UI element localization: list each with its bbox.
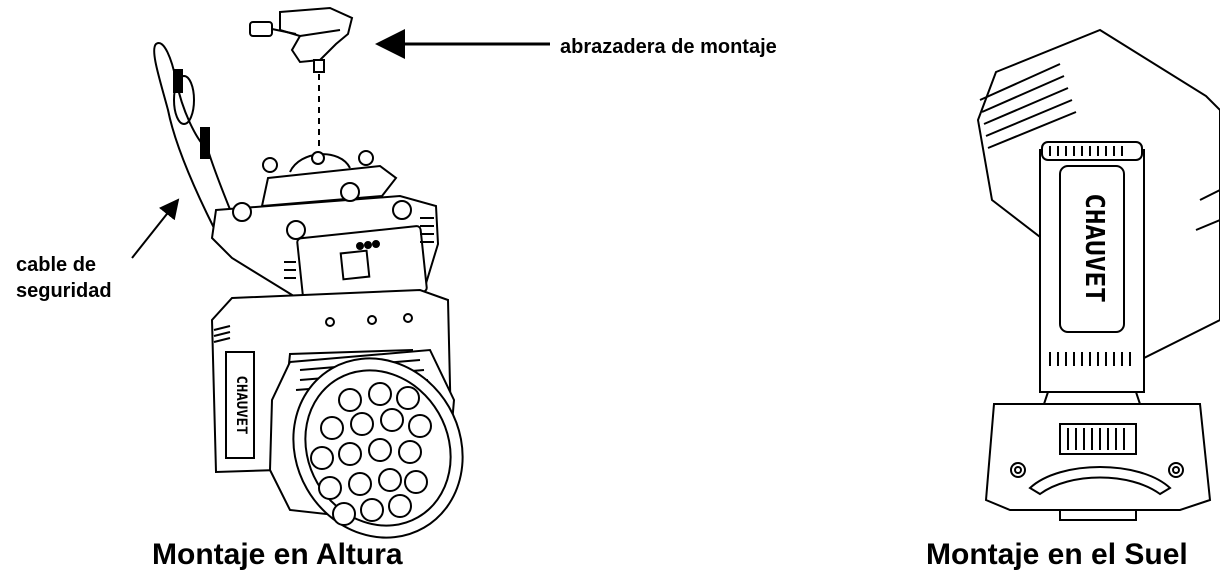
right-yoke-logo: CHAUVET: [1079, 193, 1109, 303]
safety-cable-drawing: [153, 42, 241, 235]
led-lenses: [310, 382, 432, 526]
cable-pointer-arrow: [131, 198, 180, 259]
safety-cable-label-line2: seguridad: [16, 280, 112, 302]
left-yoke-logo: CHAUVET: [233, 375, 249, 434]
mounting-clamp-label: abrazadera de montaje: [560, 36, 777, 58]
overhead-mounting-caption: Montaje en Altura: [152, 538, 403, 571]
floor-fixture-drawing: CHAUVET: [976, 28, 1220, 521]
safety-cable-label-line1: cable de: [16, 254, 97, 276]
floor-mounting-caption: Montaje en el Suel: [926, 538, 1188, 571]
overhead-fixture-drawing: CHAUVET: [153, 6, 464, 539]
mounting-clamp-drawing: [249, 6, 354, 73]
